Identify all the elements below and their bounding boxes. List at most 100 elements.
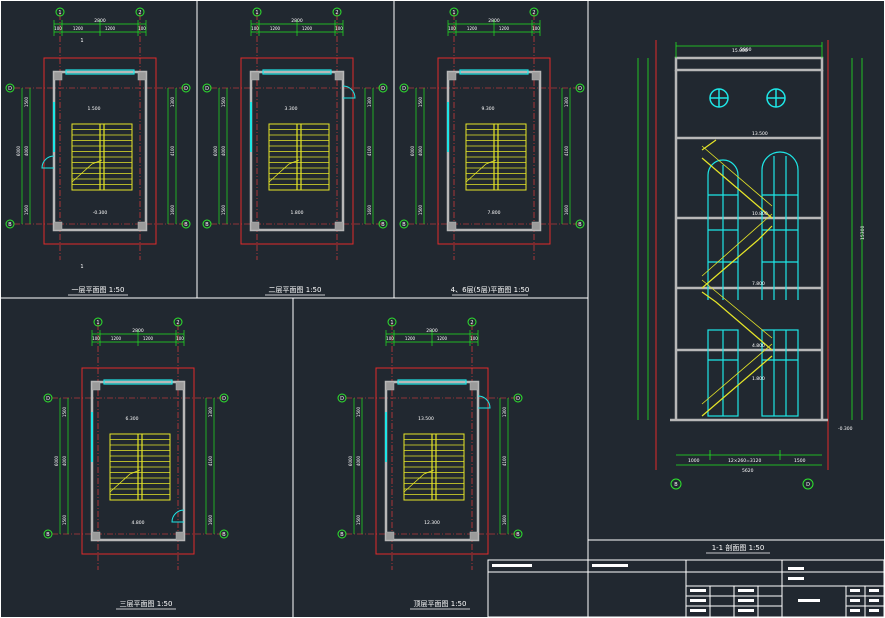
title-block [487,559,885,618]
dim-right-0: 1300 [502,406,507,417]
section-level-6: -0.300 [838,426,853,432]
section-level-1: 13.500 [752,131,768,137]
dim-left-1: 4000 [418,145,423,156]
axis-label-left-1: B [402,222,406,228]
column-2 [53,221,63,231]
plan-boundary [81,367,195,555]
dim-sub-3: 100 [335,26,343,31]
section-level-4: 4.800 [752,343,765,349]
axis-label-right-1: B [578,222,582,228]
axis-bubble-right-1 [181,219,191,229]
axis-label-top-0: 1 [96,320,99,326]
dim-left-0: 1500 [24,96,29,107]
door-swing [171,509,185,523]
axis-label-left-1: B [205,222,209,228]
column-3 [334,221,344,231]
section-bottom-dim-2: 1500 [794,458,806,464]
section-bottom-total: 5620 [742,468,754,474]
section-bottom-dim-1: 12×260=3120 [728,458,761,464]
plan-level-top: 6.300 [126,416,139,422]
dim-left-total: 6000 [16,145,21,156]
stair-break-line [465,159,497,183]
stair-break-line [268,159,300,183]
top-window [397,379,467,385]
plan-titles: 一层平面图 1:50 二层平面图 1:50 4、6层(5层)平面图 1:50 三… [68,286,529,610]
dim-sub-3: 100 [470,336,478,341]
plan-title-first-floor: 一层平面图 1:50 [72,286,125,294]
dim-left-2: 1500 [418,204,423,215]
section-stair-rails [701,145,773,405]
column-1 [334,71,344,81]
section-stairs [701,139,773,417]
section-bottom-dim-0: 1000 [688,458,700,464]
dim-right-2: 1600 [502,514,507,525]
section-dimensions [637,42,863,466]
plan-level-bottom: 12.300 [424,520,440,526]
column-3 [469,531,479,541]
column-0 [447,71,457,81]
section-level-2: 10.800 [752,211,768,217]
axis-bubble-right-0 [575,83,585,93]
axis-bubble-right-0 [378,83,388,93]
dim-left-0: 1500 [221,96,226,107]
axis-bubble-right-1 [513,529,523,539]
column-3 [175,531,185,541]
dim-sub-3: 100 [138,26,146,31]
section-right-total: 15300 [860,226,866,240]
dim-left-1: 4000 [221,145,226,156]
dim-right-1: 4100 [367,145,372,156]
section-axis-bubbles [670,478,814,490]
plan-level-bottom: -0.300 [93,210,108,216]
axis-label-right-1: B [222,532,226,538]
dim-sub-2: 1200 [105,26,116,31]
axis-bubble-top-1 [135,7,145,17]
dim-right-1: 4100 [208,455,213,466]
axis-label-right-0: D [222,396,226,402]
section-axis-left: B [674,482,678,488]
column-2 [91,531,101,541]
dim-left-2: 1500 [62,514,67,525]
plan-level-bottom: 4.800 [132,520,145,526]
axis-bubble-right-0 [181,83,191,93]
column-2 [250,221,260,231]
axis-label-top-1: 2 [138,10,141,16]
axis-label-top-0: 1 [58,10,61,16]
plan-level-top: 13.500 [418,416,434,422]
axis-label-left-0: D [205,86,209,92]
dim-left-1: 4000 [24,145,29,156]
column-3 [531,221,541,231]
axis-label-left-1: B [340,532,344,538]
arched-windows [707,151,799,417]
plan-level-bottom: 7.800 [488,210,501,216]
dim-left-0: 1500 [356,406,361,417]
axis-label-right-1: B [184,222,188,228]
axis-label-right-0: D [184,86,188,92]
plan-boundary [437,57,551,245]
section-mark-top: 1 [80,38,83,44]
axis-bubble-right-1 [378,219,388,229]
axis-label-top-1: 2 [335,10,338,16]
dim-sub-0: 100 [448,26,456,31]
dim-right-2: 1600 [170,204,175,215]
axis-bubble-top-0 [387,317,397,327]
dim-left-0: 1500 [62,406,67,417]
plan-boundary [240,57,354,245]
round-windows [709,88,786,108]
section-mark-bottom: 1 [80,264,83,270]
plan-boundary [43,57,157,245]
axis-bubble-top-0 [252,7,262,17]
dim-sub-2: 1200 [499,26,510,31]
axis-label-left-0: D [402,86,406,92]
column-1 [469,381,479,391]
dim-left-total: 6000 [213,145,218,156]
axis-bubble-left-0 [337,393,347,403]
section-axis-right: D [806,482,810,488]
column-3 [137,221,147,231]
dim-sub-1: 1200 [467,26,478,31]
section-level-0: 15.000 [732,48,748,54]
top-window [65,69,135,75]
